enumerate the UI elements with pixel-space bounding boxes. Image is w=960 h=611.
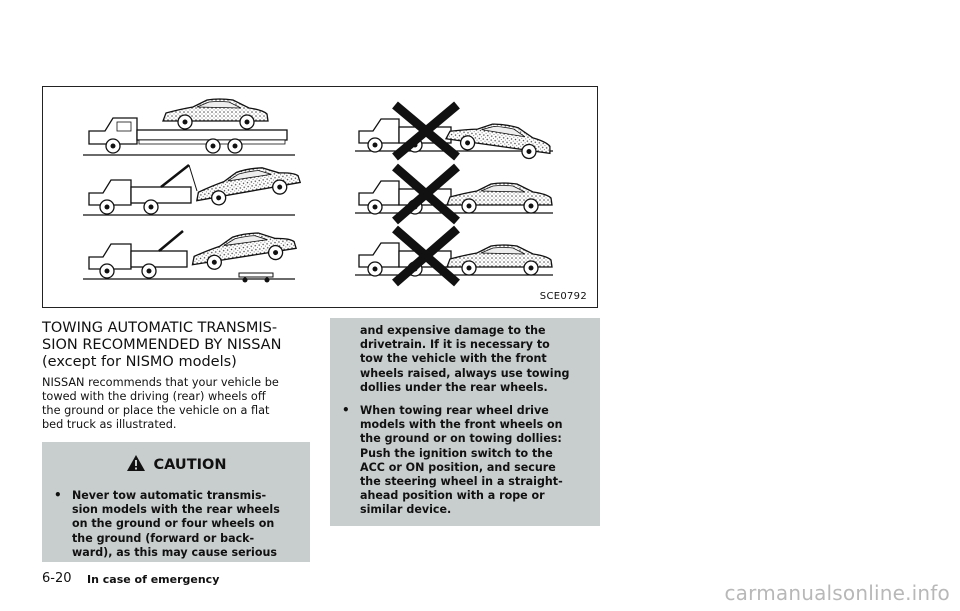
section-heading: TOWING AUTOMATIC TRANSMIS- SION RECOMMEN… <box>42 320 312 371</box>
warning-triangle-icon <box>126 454 146 476</box>
caution-line: When towing rear wheel drive <box>360 404 549 417</box>
caution-box: CAUTION • Never tow automatic transmis- … <box>42 442 310 562</box>
caution-line: dollies under the rear wheels. <box>360 380 548 394</box>
wheel-lift-tow-scene <box>83 160 303 216</box>
bullet-icon: • <box>342 403 350 417</box>
rear-lift-tow-prohibited-scene <box>355 163 553 225</box>
intro-line: bed truck as illustrated. <box>42 418 177 431</box>
caution-line: ahead position with a rope or <box>360 489 545 503</box>
intro-line: towed with the driving (rear) wheels off <box>42 390 266 403</box>
caution-title-text: CAUTION <box>153 457 227 473</box>
caution-line: wheels raised, always use towing <box>360 366 570 380</box>
caution-title: CAUTION <box>42 454 310 476</box>
towing-illustration: SCE0792 <box>42 86 598 308</box>
intro-line: NISSAN recommends that your vehicle be <box>42 376 279 389</box>
caution-item-2: When towing rear wheel drive models with… <box>360 404 563 518</box>
caution-line: on the ground or four wheels on <box>72 517 275 531</box>
caution-item-1-continued: and expensive damage to the drivetrain. … <box>360 324 569 395</box>
heading-line: SION RECOMMENDED BY NISSAN <box>42 337 282 353</box>
page-number: 6-20 <box>42 571 72 586</box>
towing-methods-drawing <box>83 98 554 287</box>
figure-code: SCE0792 <box>539 291 587 302</box>
caution-line: Never tow automatic transmis- <box>72 489 267 502</box>
watermark-text: carmanualsonline.info <box>724 581 950 605</box>
section-title: In case of emergency <box>87 573 220 586</box>
caution-line: models with the front wheels on <box>360 418 563 432</box>
flatbed-tow-scene <box>83 98 295 156</box>
intro-paragraph: NISSAN recommends that your vehicle be t… <box>42 376 312 432</box>
caution-line: ACC or ON position, and secure <box>360 460 556 474</box>
heading-line: (except for NISMO models) <box>42 354 237 370</box>
sling-tow-prohibited-scene <box>355 101 554 162</box>
heading-line: TOWING AUTOMATIC TRANSMIS- <box>42 320 278 336</box>
caution-line: the ground or on towing dollies: <box>360 432 562 446</box>
caution-line: drivetrain. If it is necessary to <box>360 338 550 352</box>
caution-line: similar device. <box>360 503 452 517</box>
caution-item-1: Never tow automatic transmis- sion model… <box>72 489 280 560</box>
caution-line: tow the vehicle with the front <box>360 352 547 366</box>
caution-line: Push the ignition switch to the <box>360 446 553 460</box>
caution-line: the steering wheel in a straight- <box>360 475 563 489</box>
caution-line: sion models with the rear wheels <box>72 503 280 517</box>
dolly-tow-scene <box>83 225 299 283</box>
caution-line: ward), as this may cause serious <box>72 545 277 559</box>
caution-line: the ground (forward or back- <box>72 531 255 545</box>
bullet-icon: • <box>54 488 62 502</box>
caution-line: and expensive damage to the <box>360 324 546 337</box>
intro-line: the ground or place the vehicle on a fla… <box>42 404 270 417</box>
caution-box-continued: and expensive damage to the drivetrain. … <box>330 318 600 526</box>
four-wheels-down-prohibited-scene <box>355 225 553 287</box>
